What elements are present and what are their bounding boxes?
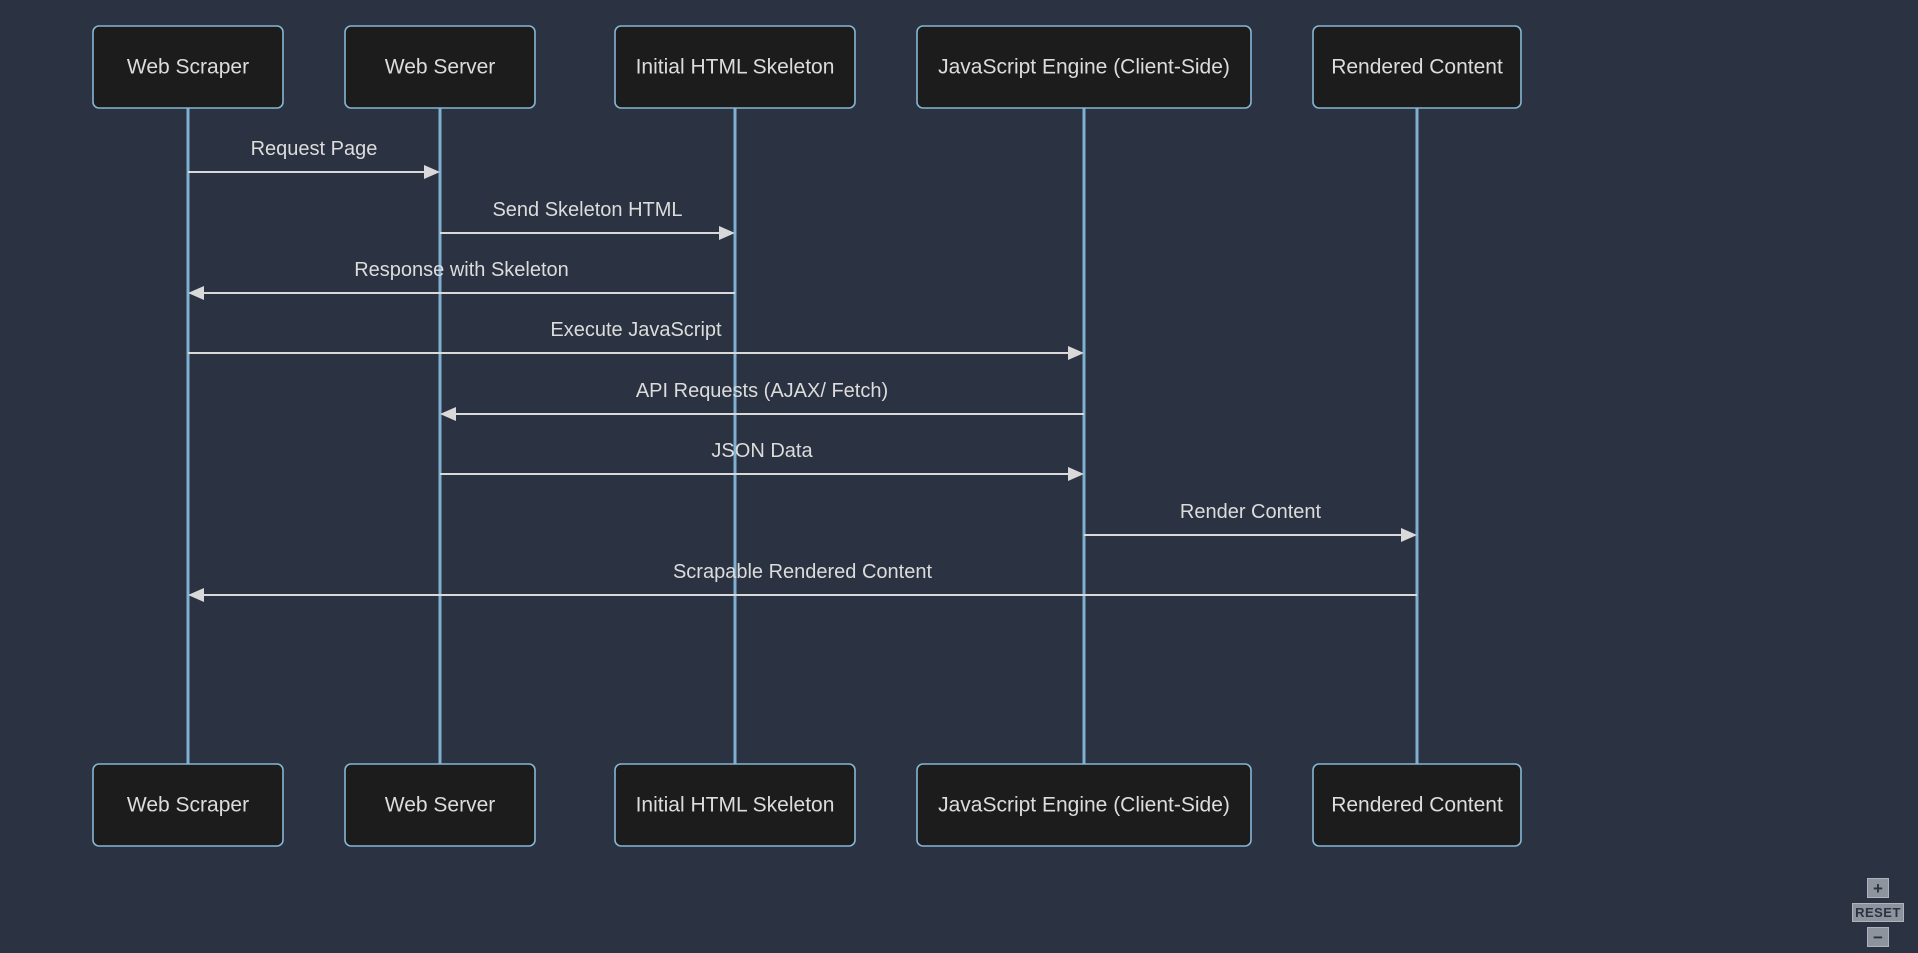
message-label: Request Page	[251, 138, 378, 160]
message-arrowhead	[1068, 467, 1084, 481]
message-2: Send Skeleton HTML	[440, 199, 735, 240]
actor-label: Web Server	[385, 56, 496, 79]
message-1: Request Page	[188, 138, 440, 179]
actor-rect	[614, 763, 856, 847]
actors-top-layer: Web Scraper Web Server Initial HTML Skelet…	[92, 25, 1522, 109]
actor-label: Initial HTML Skeleton	[636, 56, 835, 79]
actor-rect	[344, 25, 536, 109]
message-7: Render Content	[1084, 501, 1417, 542]
actor-rect	[1312, 25, 1522, 109]
message-arrowhead	[440, 407, 456, 421]
message-arrowhead	[188, 588, 204, 602]
message-arrowhead	[424, 165, 440, 179]
zoom-in-button[interactable]: +	[1867, 878, 1889, 898]
actor-rect	[916, 763, 1252, 847]
message-label: API Requests (AJAX/ Fetch)	[636, 380, 888, 402]
actor-label: JavaScript Engine (Client-Side)	[938, 56, 1230, 79]
message-5: API Requests (AJAX/ Fetch)	[440, 380, 1084, 421]
actor-box-bottom-web-server[interactable]: Web Server	[344, 763, 536, 847]
actor-box-bottom-web-scraper[interactable]: Web Scraper	[92, 763, 284, 847]
message-arrowhead	[188, 286, 204, 300]
actor-box-top-initial-html[interactable]: Initial HTML Skeleton	[614, 25, 856, 109]
message-label: Render Content	[1180, 501, 1322, 523]
actor-label: JavaScript Engine (Client-Side)	[938, 794, 1230, 817]
zoom-controls: + RESET −	[1846, 878, 1910, 947]
actor-rect	[344, 763, 536, 847]
actor-label: Rendered Content	[1331, 794, 1503, 817]
actor-label: Rendered Content	[1331, 56, 1503, 79]
message-4: Execute JavaScript	[188, 319, 1084, 360]
actor-label: Web Server	[385, 794, 496, 817]
actor-box-bottom-js-engine[interactable]: JavaScript Engine (Client-Side)	[916, 763, 1252, 847]
actor-rect	[92, 763, 284, 847]
actor-label: Initial HTML Skeleton	[636, 794, 835, 817]
message-arrowhead	[1068, 346, 1084, 360]
lifelines-layer	[186, 108, 1419, 764]
message-6: JSON Data	[440, 440, 1084, 481]
actor-rect	[92, 25, 284, 109]
actor-box-top-js-engine[interactable]: JavaScript Engine (Client-Side)	[916, 25, 1252, 109]
actor-rect	[614, 25, 856, 109]
message-8: Scrapable Rendered Content	[188, 561, 1417, 602]
message-label: Execute JavaScript	[550, 319, 722, 341]
actors-bottom-layer: Web Scraper Web Server Initial HTML Skelet…	[92, 763, 1522, 847]
actor-label: Web Scraper	[127, 56, 249, 79]
actor-rect	[1312, 763, 1522, 847]
actor-box-top-web-scraper[interactable]: Web Scraper	[92, 25, 284, 109]
actor-box-bottom-rendered-content[interactable]: Rendered Content	[1312, 763, 1522, 847]
message-3: Response with Skeleton	[188, 259, 735, 300]
zoom-out-button[interactable]: −	[1867, 927, 1889, 947]
message-arrowhead	[719, 226, 735, 240]
message-label: Response with Skeleton	[354, 259, 569, 281]
actor-label: Web Scraper	[127, 794, 249, 817]
zoom-reset-button[interactable]: RESET	[1852, 903, 1904, 922]
actor-box-top-web-server[interactable]: Web Server	[344, 25, 536, 109]
message-label: JSON Data	[711, 440, 813, 462]
message-label: Send Skeleton HTML	[492, 199, 682, 221]
actor-box-bottom-initial-html[interactable]: Initial HTML Skeleton	[614, 763, 856, 847]
message-label: Scrapable Rendered Content	[673, 561, 933, 583]
actor-rect	[916, 25, 1252, 109]
actor-box-top-rendered-content[interactable]: Rendered Content	[1312, 25, 1522, 109]
message-arrowhead	[1401, 528, 1417, 542]
